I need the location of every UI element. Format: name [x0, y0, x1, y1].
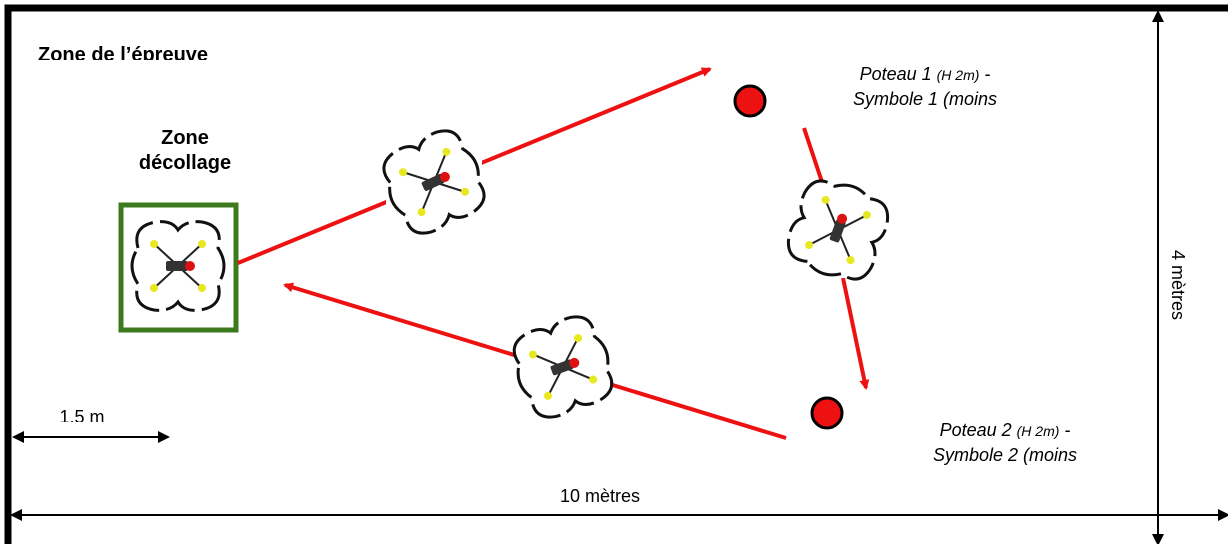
path-arrow-3	[841, 277, 870, 390]
takeoff-box	[118, 202, 239, 333]
takeoff-label-line1: Zone	[161, 127, 209, 149]
width-label-text: 4 mètres	[1168, 250, 1188, 321]
pole-marker-icon	[733, 84, 767, 118]
takeoff-label: Zone décollage	[110, 126, 260, 174]
pole-2-height: (H 2m)	[1016, 423, 1060, 439]
pole-2-label: Poteau 2 (H 2m) - Symbole 2 (moins	[880, 418, 1130, 466]
path-segment-2	[802, 127, 826, 189]
pole-1-symbol: Symbole 1 (moins	[852, 89, 998, 109]
pole-1-height: (H 2m)	[936, 67, 980, 83]
takeoff-label-line2: décollage	[138, 152, 232, 174]
pole-1-suffix: -	[979, 64, 991, 84]
pole-1-name: Poteau 1	[859, 64, 932, 84]
width-label: 4 mètres	[1158, 220, 1198, 330]
pole-2-name: Poteau 2	[939, 420, 1012, 440]
drone-icon	[130, 220, 226, 312]
drone-icon	[372, 120, 496, 244]
pole-2-suffix: -	[1059, 420, 1071, 440]
pole-1-label: Poteau 1 (H 2m) - Symbole 1 (moins	[800, 62, 1050, 116]
zone-title: Zone de l’épreuve	[38, 44, 209, 60]
drone-icon	[503, 308, 623, 426]
takeoff-offset-label: 1,5 m	[59, 407, 105, 422]
zone-border	[4, 4, 1228, 544]
drone-icon	[779, 170, 897, 290]
length-label: 10 mètres	[559, 486, 641, 502]
pole-2-symbol: Symbole 2 (moins	[932, 445, 1078, 465]
pole-marker-icon	[810, 396, 844, 430]
